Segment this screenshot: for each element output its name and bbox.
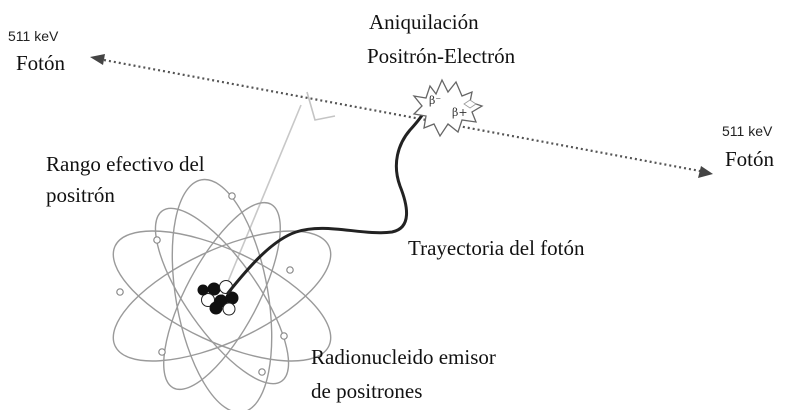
orbit-2 <box>112 230 332 362</box>
right-arrowhead-icon <box>698 166 713 178</box>
electron <box>158 348 166 356</box>
orbit-5 <box>154 207 290 385</box>
beta-minus-label: β⁻ <box>429 94 441 107</box>
beta-plus-label: β+ <box>452 106 468 119</box>
electron <box>286 266 294 274</box>
photon-path-line <box>103 58 701 173</box>
nucleus-icon <box>197 280 239 316</box>
range-label-line1: Rango efectivo del <box>46 152 205 176</box>
electron <box>228 192 236 200</box>
left-energy-label: 511 keV <box>8 28 59 44</box>
emitter-label-line2: de positrones <box>311 379 423 403</box>
range-label-line2: positrón <box>46 183 115 207</box>
annihilation-title-line2: Positrón-Electrón <box>367 44 516 68</box>
left-photon-label: Fotón <box>16 51 66 75</box>
left-arrowhead-icon <box>90 54 105 65</box>
trajectory-label: Trayectoria del fotón <box>408 236 585 260</box>
emitter-label-line1: Radionucleido emisor <box>311 345 496 369</box>
orbit-1 <box>112 230 332 362</box>
electron <box>258 368 266 376</box>
right-photon-label: Fotón <box>725 147 775 171</box>
burst-icon: β⁻ β+ <box>412 78 484 138</box>
orbit-3 <box>171 178 273 410</box>
positron-trajectory-line <box>226 102 430 295</box>
orbit-4 <box>163 201 281 391</box>
electron <box>153 236 161 244</box>
annihilation-title-line1: Aniquilación <box>369 10 479 34</box>
electron <box>280 332 288 340</box>
range-line <box>221 104 302 297</box>
right-energy-label: 511 keV <box>722 123 773 139</box>
atom-orbits <box>112 178 332 410</box>
electrons <box>116 192 294 376</box>
electron <box>116 288 124 296</box>
right-angle-marker <box>306 91 336 121</box>
